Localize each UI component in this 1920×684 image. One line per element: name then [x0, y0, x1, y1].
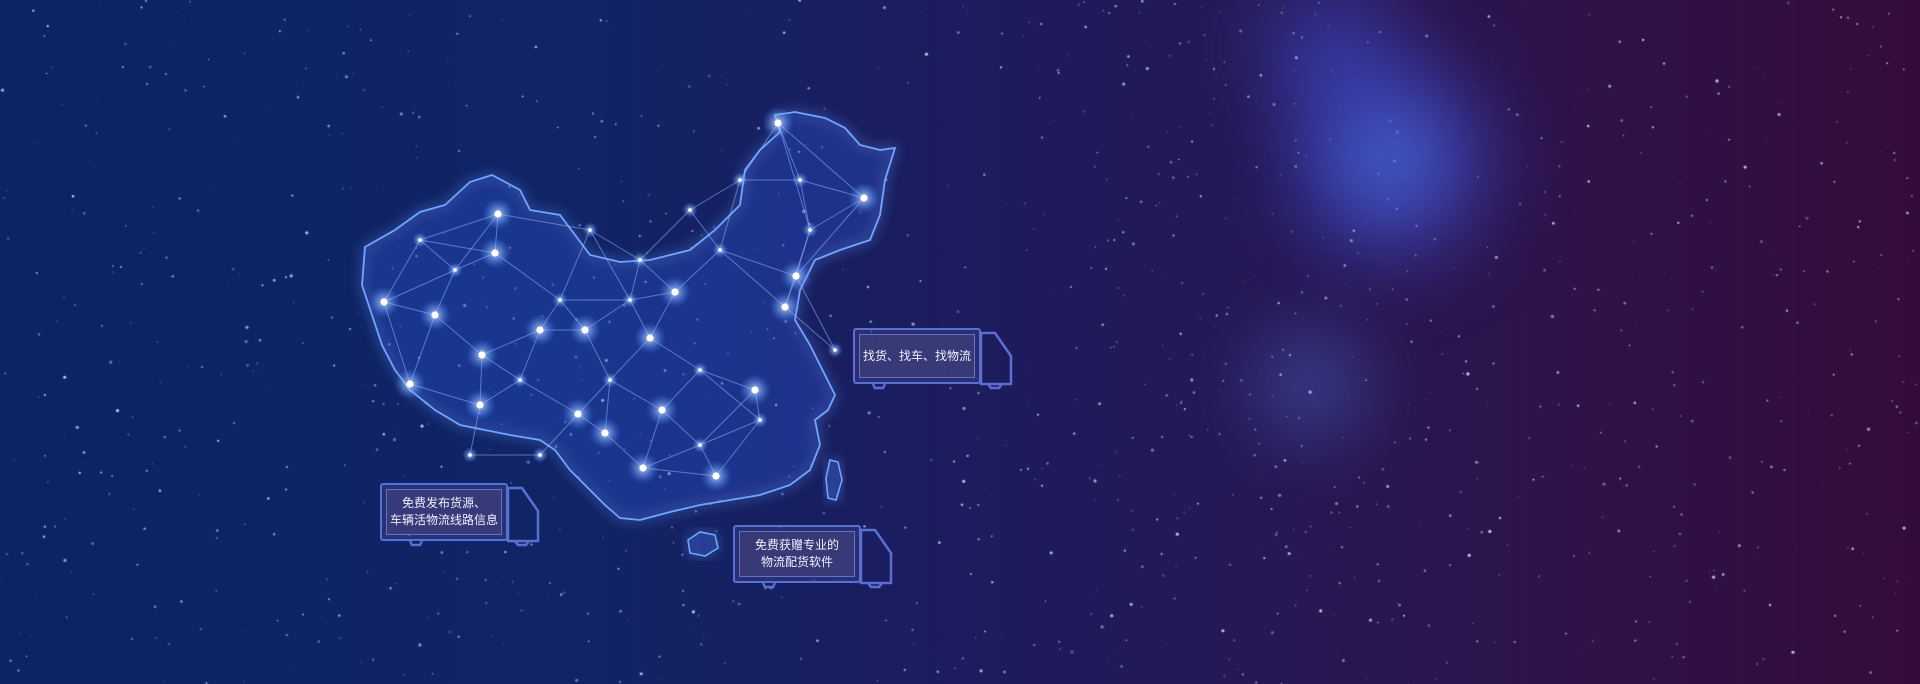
network-node	[494, 210, 502, 218]
truck-cargo-box: 免费发布货源、 车辆活物流线路信息	[380, 483, 508, 541]
network-node	[468, 453, 472, 457]
network-link	[589, 229, 641, 261]
network-node	[491, 249, 499, 257]
network-node	[628, 298, 632, 302]
truck-tag-search: 找货、找车、找物流	[853, 328, 1013, 390]
network-nodes	[368, 107, 880, 492]
network-node	[536, 326, 544, 334]
hainan-island	[687, 531, 719, 557]
network-node	[738, 178, 742, 182]
network-link	[719, 179, 741, 251]
network-node	[638, 258, 642, 262]
network-node	[538, 453, 542, 457]
network-node	[860, 194, 868, 202]
network-node	[574, 410, 582, 418]
network-node	[453, 268, 457, 272]
network-link	[689, 179, 741, 211]
network-node	[478, 351, 486, 359]
network-node	[712, 472, 720, 480]
network-node	[718, 248, 722, 252]
network-link	[699, 369, 761, 421]
network-node	[798, 178, 802, 182]
truck-tag-label: 找货、找车、找物流	[862, 348, 971, 363]
network-node	[646, 334, 654, 342]
network-link	[589, 229, 631, 301]
network-node	[774, 119, 782, 127]
network-node	[588, 228, 592, 232]
network-node	[518, 378, 522, 382]
truck-tag-software: 免费获赠专业的 物流配货软件	[733, 525, 893, 589]
network-node	[601, 429, 609, 437]
network-node	[758, 418, 762, 422]
network-link	[795, 197, 865, 277]
network-node	[558, 298, 562, 302]
network-node	[581, 326, 589, 334]
network-node	[688, 208, 692, 212]
network-node	[608, 378, 612, 382]
network-link	[799, 179, 811, 231]
network-node	[833, 348, 837, 352]
network-node	[698, 368, 702, 372]
network-node	[751, 386, 759, 394]
network-link	[777, 122, 865, 199]
network-link	[699, 419, 761, 446]
network-node	[792, 272, 800, 280]
network-link	[639, 209, 691, 261]
truck-icon	[871, 331, 1013, 390]
truck-icon	[761, 528, 893, 589]
truck-icon	[408, 486, 540, 547]
truck-tag-label: 免费发布货源、 车辆活物流线路信息	[389, 496, 498, 527]
network-node	[781, 303, 789, 311]
network-node	[671, 288, 679, 296]
network-node	[658, 406, 666, 414]
network-node	[476, 401, 484, 409]
taiwan-island	[825, 459, 843, 501]
network-node	[639, 464, 647, 472]
network-node	[698, 443, 702, 447]
truck-cargo-box: 找货、找车、找物流	[853, 328, 981, 384]
network-node	[431, 311, 439, 319]
network-node	[406, 380, 414, 388]
network-node	[380, 298, 388, 306]
network-link	[559, 229, 591, 301]
network-node	[418, 238, 422, 242]
network-node	[808, 228, 812, 232]
truck-tag-label: 免费获赠专业的 物流配货软件	[754, 538, 839, 569]
network-link	[689, 209, 721, 251]
truck-tag-publish: 免费发布货源、 车辆活物流线路信息	[380, 483, 540, 547]
truck-cargo-box: 免费获赠专业的 物流配货软件	[733, 525, 861, 583]
